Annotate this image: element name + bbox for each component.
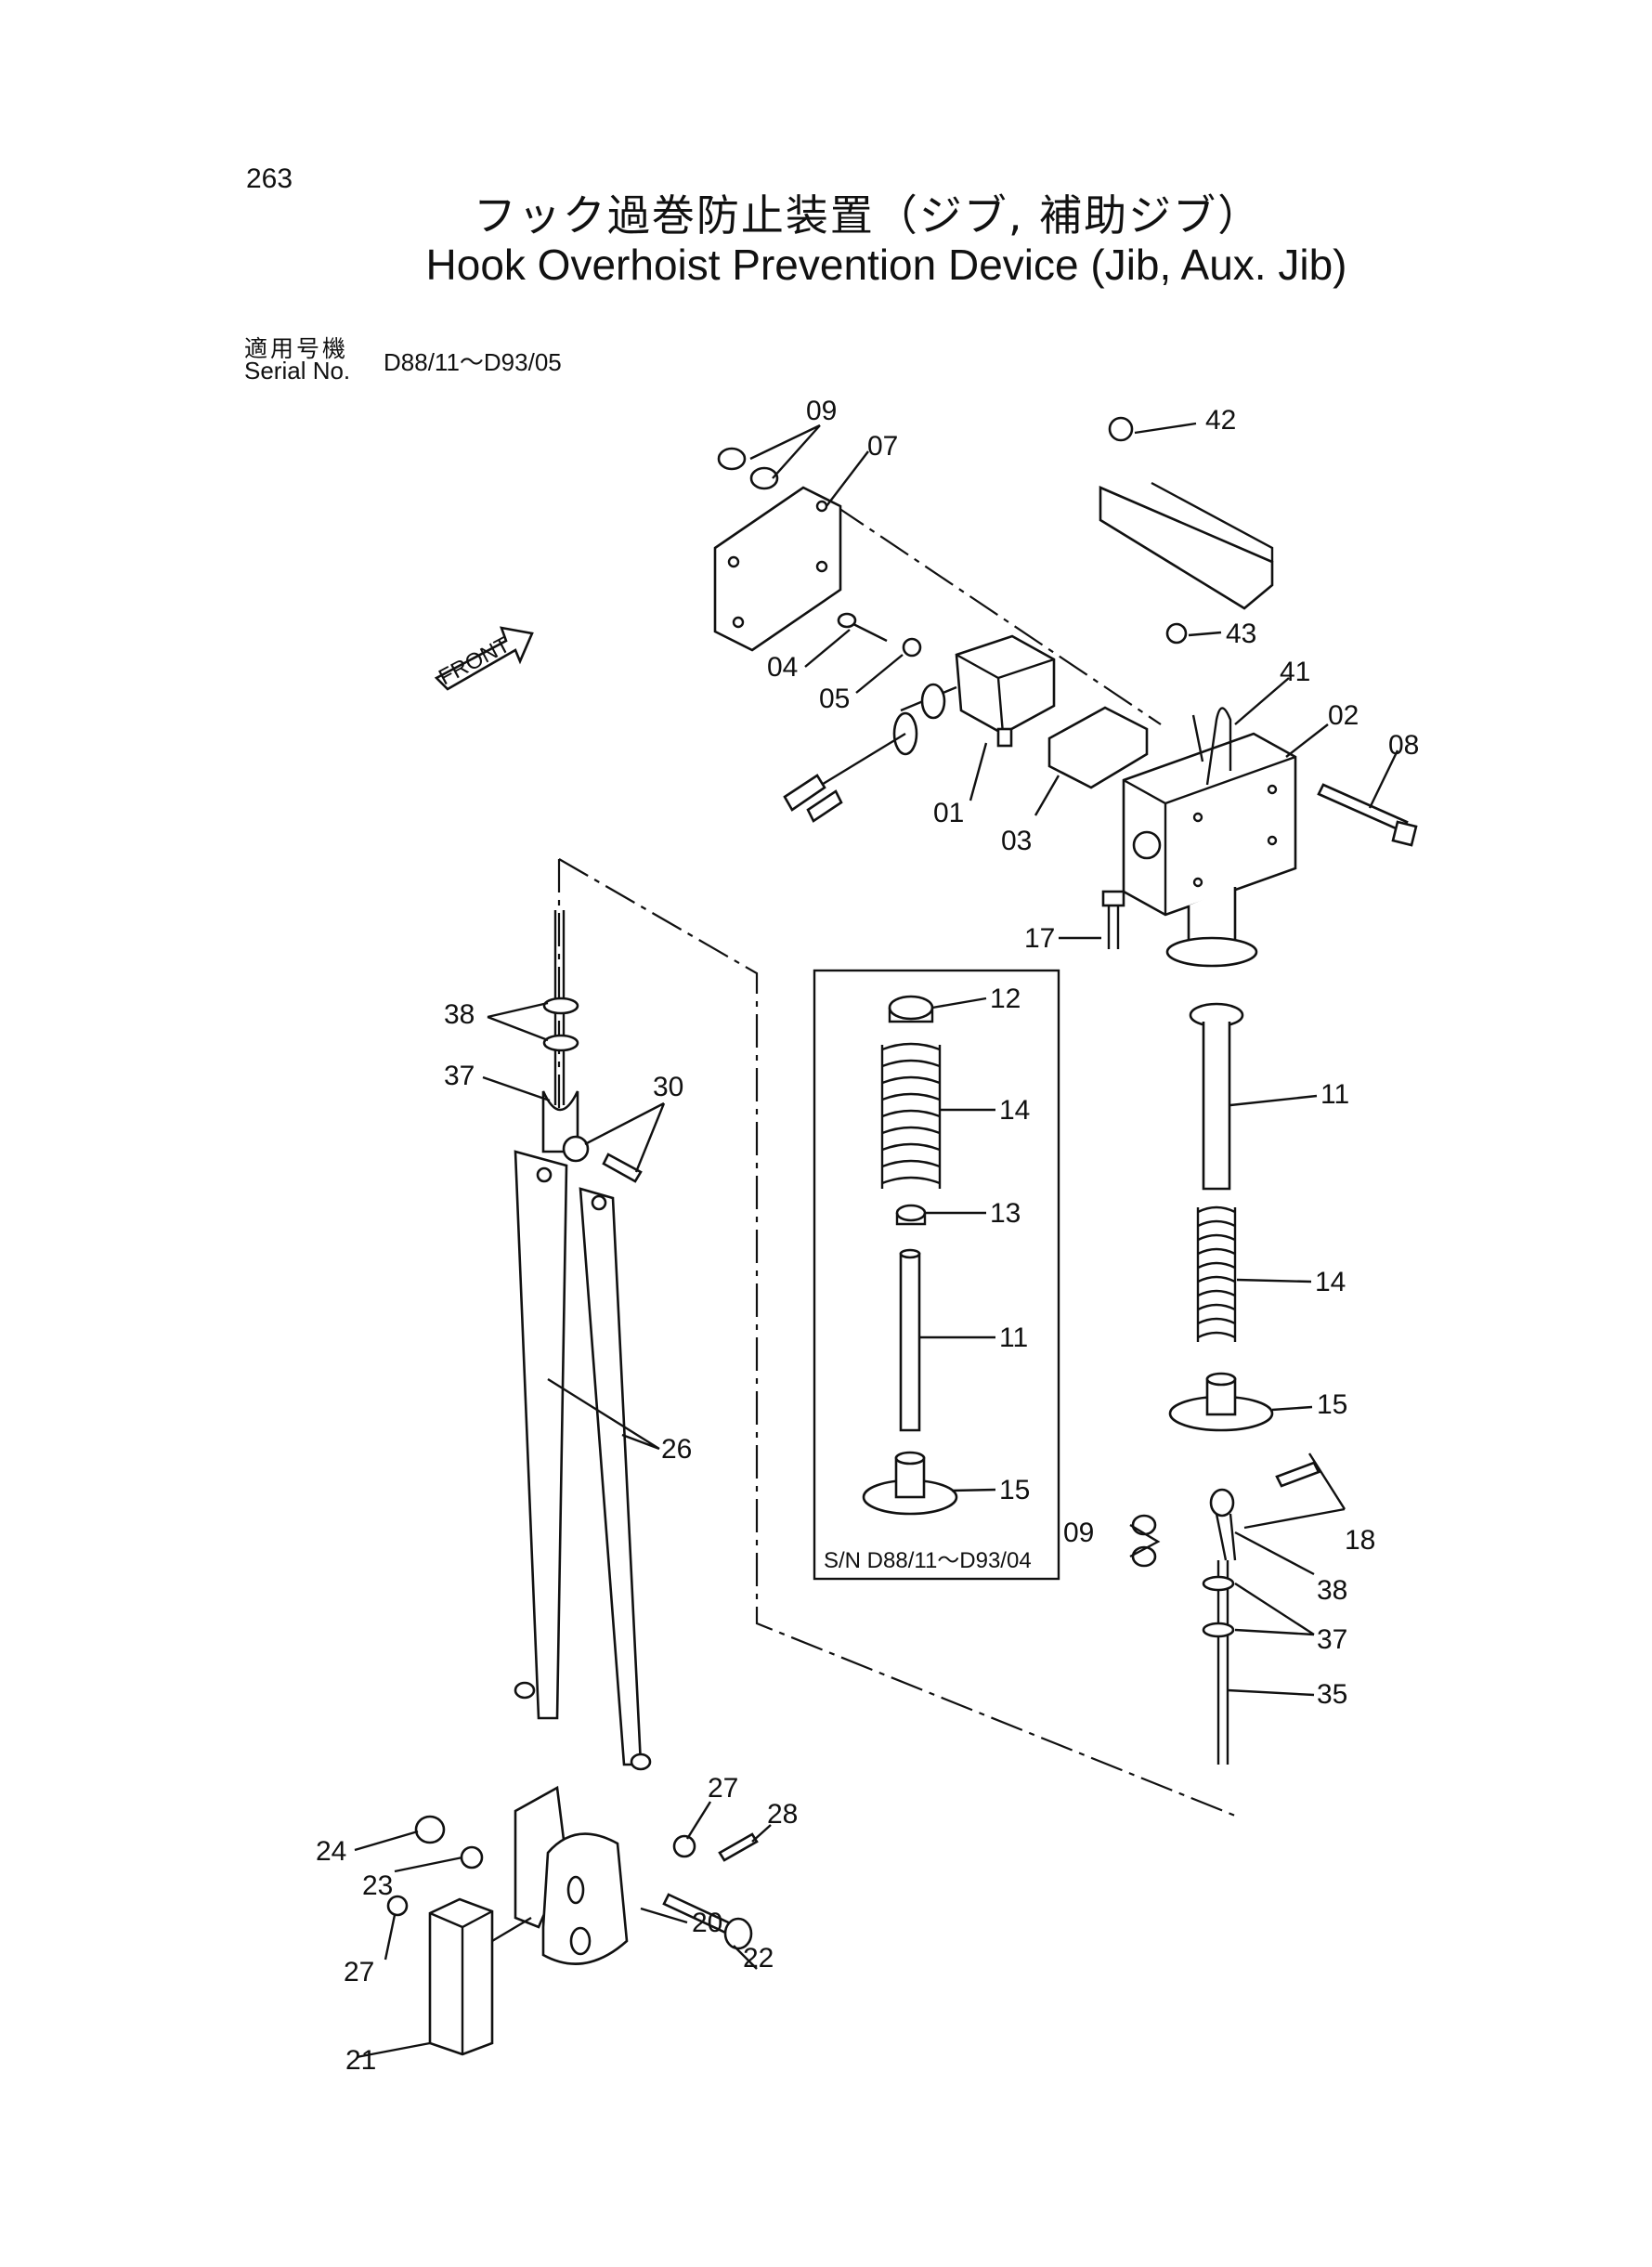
part-11-rod-right <box>1189 1002 1244 1191</box>
callout-43: 43 <box>1226 619 1256 649</box>
part-28-cotter-pin <box>718 1832 759 1862</box>
callout-41: 41 <box>1280 657 1310 687</box>
callout-37-left: 37 <box>444 1061 475 1091</box>
title-japanese: フック過巻防止装置（ジブ, 補助ジブ） <box>473 190 1263 241</box>
callout-01: 01 <box>933 798 964 828</box>
assembly-dashed-outline <box>557 505 1236 1818</box>
part-18-clevis <box>1209 1461 1320 1561</box>
part-02-bracket-housing <box>1122 732 1297 968</box>
callout-30: 30 <box>653 1072 683 1102</box>
callout-28: 28 <box>767 1799 798 1830</box>
callout-37-right: 37 <box>1317 1624 1347 1655</box>
callout-14-right: 14 <box>1315 1267 1346 1297</box>
callout-14-inset: 14 <box>999 1095 1030 1126</box>
part-23-washer <box>460 1845 484 1870</box>
callout-27-upper: 27 <box>708 1773 738 1804</box>
callout-07: 07 <box>867 431 898 462</box>
callout-labels: 09 07 42 43 41 02 08 04 05 01 03 17 12 1… <box>316 396 1419 2076</box>
callout-24: 24 <box>316 1836 346 1867</box>
callout-27-lower: 27 <box>344 1957 374 1987</box>
callout-42: 42 <box>1205 405 1236 436</box>
part-rope-upper-left <box>541 910 643 1183</box>
part-42-cover <box>1099 416 1274 645</box>
part-04-bolt <box>837 612 888 643</box>
callout-17: 17 <box>1024 923 1055 954</box>
callout-38-left: 38 <box>444 999 475 1030</box>
title-english: Hook Overhoist Prevention Device (Jib, A… <box>425 241 1347 289</box>
serial-label-english: Serial No. <box>244 357 351 384</box>
part-20-hook-block <box>514 1785 629 1965</box>
leader-lines <box>354 422 1399 2059</box>
part-27-washers <box>386 1834 696 1917</box>
callout-08: 08 <box>1388 730 1419 761</box>
part-26-link-bars <box>514 1150 652 1771</box>
callout-11-inset: 11 <box>999 1322 1028 1353</box>
callout-18: 18 <box>1345 1525 1375 1556</box>
callout-21: 21 <box>345 2045 376 2076</box>
callout-05: 05 <box>819 684 850 714</box>
part-17-bolt <box>1101 890 1125 949</box>
part-22-bolt <box>662 1893 753 1950</box>
callout-35: 35 <box>1317 1679 1347 1710</box>
part-24-nut <box>414 1815 446 1844</box>
part-01-limit-switch <box>783 634 1056 823</box>
callout-15-inset: 15 <box>999 1475 1030 1505</box>
inset-box-earlier-serial: S/N D88/11～D93/04 <box>813 969 1060 1581</box>
serial-label-japanese: 適用号機 <box>244 335 349 362</box>
callout-23: 23 <box>362 1870 393 1901</box>
part-08-bolt <box>1317 783 1418 847</box>
callout-26: 26 <box>661 1434 692 1465</box>
part-15-seat-right <box>1168 1372 1274 1432</box>
callout-15-right: 15 <box>1317 1389 1347 1420</box>
part-41-u-bolt <box>1191 707 1232 786</box>
front-label: FRONT <box>435 632 514 690</box>
callout-12: 12 <box>990 984 1021 1014</box>
callout-11-right: 11 <box>1320 1079 1349 1110</box>
part-05-washer <box>902 637 922 658</box>
serial-range: D88/11～D93/05 <box>384 348 562 376</box>
callout-13: 13 <box>990 1198 1021 1229</box>
callout-38-right: 38 <box>1317 1575 1347 1606</box>
page-number: 263 <box>246 163 293 194</box>
callout-09-bottom: 09 <box>1063 1518 1094 1548</box>
inset-serial-label: S/N D88/11～D93/04 <box>824 1548 1032 1573</box>
callout-09-top: 09 <box>806 396 837 426</box>
part-07-mounting-plate <box>713 486 842 652</box>
part-14-spring-right <box>1196 1205 1237 1342</box>
callout-20: 20 <box>692 1908 722 1938</box>
callout-02: 02 <box>1328 700 1359 731</box>
front-arrow-icon: FRONT <box>434 626 534 691</box>
callout-04: 04 <box>767 652 798 683</box>
part-09-nuts-top <box>717 447 779 490</box>
callout-03: 03 <box>1001 826 1032 856</box>
part-21-weight-block <box>428 1897 494 2056</box>
part-03-cover-plate <box>1047 706 1149 789</box>
part-09-nuts-bottom <box>1131 1514 1157 1568</box>
part-35-wire-rope <box>1202 1560 1235 1765</box>
callout-22: 22 <box>743 1943 774 1974</box>
